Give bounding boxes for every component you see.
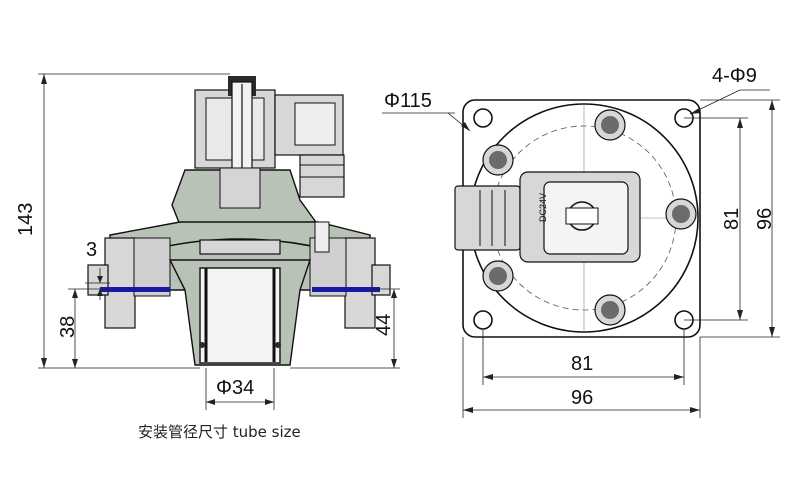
- coil-label: DC24V: [538, 193, 548, 222]
- dim-81-vertical: 81: [721, 208, 743, 230]
- right-nut: [344, 237, 376, 329]
- dim-total-height: 143: [15, 203, 37, 236]
- dim-44: 44: [373, 314, 395, 336]
- dim-3: 3: [86, 239, 97, 261]
- top-view: DC24V Φ115 4-Φ9 81 96: [382, 65, 780, 418]
- dim-96-vertical: 96: [754, 208, 776, 230]
- outlet-tube: [199, 267, 281, 364]
- dim-96-horizontal: 96: [571, 387, 593, 409]
- mount-hole-bl: [473, 310, 493, 330]
- dim-body-diameter: Φ115: [384, 90, 432, 112]
- bolt-bosses: [482, 109, 697, 326]
- side-port: [454, 185, 521, 251]
- dim-holes: 4-Φ9: [712, 65, 757, 87]
- dim-81-horizontal: 81: [571, 353, 593, 375]
- tube-size-caption: 安装管径尺寸 tube size: [138, 423, 301, 441]
- right-gasket: [312, 287, 380, 292]
- dim-38: 38: [57, 316, 79, 338]
- front-view: 143 3 38 44 Φ34: [15, 73, 400, 410]
- dim-tube-diameter: Φ34: [216, 377, 254, 399]
- left-gasket: [100, 287, 170, 292]
- mount-hole-tl: [473, 108, 493, 128]
